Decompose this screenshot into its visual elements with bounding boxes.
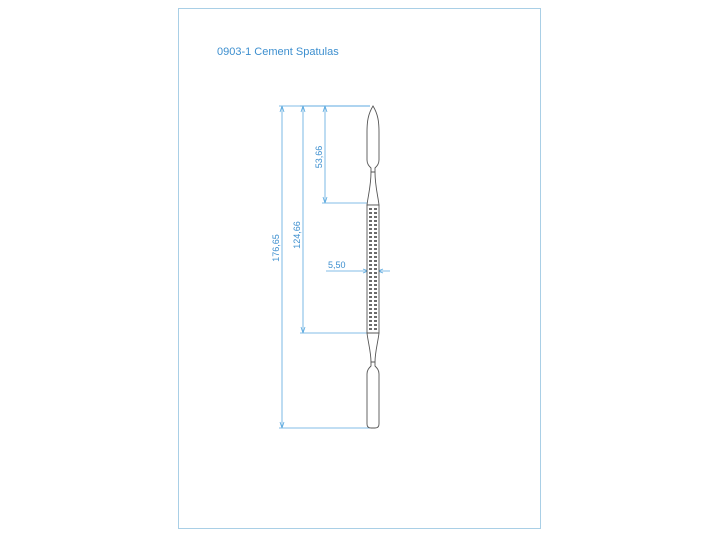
knurl-mark (374, 288, 377, 290)
knurl-mark (374, 280, 377, 282)
knurl-mark (369, 244, 372, 246)
knurl-mark (374, 208, 377, 210)
knurl-mark (369, 252, 372, 254)
knurl-mark (369, 280, 372, 282)
knurl-mark (369, 296, 372, 298)
knurl-mark (369, 260, 372, 262)
knurl-mark (374, 224, 377, 226)
knurl-mark (374, 248, 377, 250)
handle-diameter-label: 5,50 (328, 260, 346, 270)
knurl-mark (374, 252, 377, 254)
knurl-mark (369, 220, 372, 222)
knurl-mark (374, 268, 377, 270)
tip-length-label: 53,66 (314, 146, 324, 169)
knurl-mark (374, 284, 377, 286)
handle-length-label: 124,66 (292, 221, 302, 249)
knurl-mark (369, 284, 372, 286)
upper-neck (366, 171, 380, 206)
lower-neck (366, 332, 380, 363)
knurl-mark (374, 328, 377, 330)
knurl-mark (374, 312, 377, 314)
knurl-mark (369, 208, 372, 210)
knurl-mark (369, 320, 372, 322)
dimension-handle-diameter: 5,50 (326, 260, 390, 274)
knurl-mark (369, 228, 372, 230)
knurl-mark (374, 292, 377, 294)
knurl-mark (369, 236, 372, 238)
knurl-mark (374, 308, 377, 310)
knurl-mark (374, 236, 377, 238)
drawing-sheet-frame (178, 8, 541, 529)
knurl-mark (374, 244, 377, 246)
knurl-mark (369, 304, 372, 306)
dimension-handle-length: 124,66 (292, 105, 370, 334)
knurl-mark (374, 240, 377, 242)
knurl-mark (369, 328, 372, 330)
knurl-mark (369, 264, 372, 266)
dimension-overall-length: 176,65 (271, 105, 370, 429)
knurl-mark (369, 240, 372, 242)
knurl-mark (369, 312, 372, 314)
drawing-title: 0903-1 Cement Spatulas (217, 46, 339, 58)
upper-blade (366, 105, 380, 173)
knurl-mark (369, 216, 372, 218)
knurl-mark (374, 272, 377, 274)
knurl-mark (374, 264, 377, 266)
handle-knurling (369, 208, 377, 330)
knurl-mark (369, 224, 372, 226)
knurl-mark (369, 268, 372, 270)
knurl-mark (369, 316, 372, 318)
knurl-mark (374, 316, 377, 318)
knurl-mark (374, 300, 377, 302)
knurl-mark (374, 212, 377, 214)
knurl-mark (374, 304, 377, 306)
spatula-tool (366, 105, 380, 429)
knurl-mark (369, 248, 372, 250)
lower-blade (366, 361, 380, 429)
knurl-mark (374, 324, 377, 326)
knurl-mark (369, 324, 372, 326)
knurl-mark (374, 228, 377, 230)
knurl-mark (369, 288, 372, 290)
knurl-mark (369, 256, 372, 258)
overall-length-label: 176,65 (271, 234, 281, 262)
knurl-mark (369, 292, 372, 294)
knurled-handle (366, 204, 380, 334)
knurl-mark (374, 256, 377, 258)
knurl-mark (374, 276, 377, 278)
knurl-mark (374, 220, 377, 222)
knurl-mark (374, 232, 377, 234)
knurl-mark (369, 232, 372, 234)
knurl-mark (369, 276, 372, 278)
knurl-mark (369, 212, 372, 214)
knurl-mark (374, 320, 377, 322)
dimension-tip-length: 53,66 (314, 105, 370, 204)
knurl-mark (374, 296, 377, 298)
knurl-mark (369, 300, 372, 302)
knurl-mark (369, 272, 372, 274)
knurl-mark (374, 260, 377, 262)
knurl-mark (374, 216, 377, 218)
knurl-mark (369, 308, 372, 310)
